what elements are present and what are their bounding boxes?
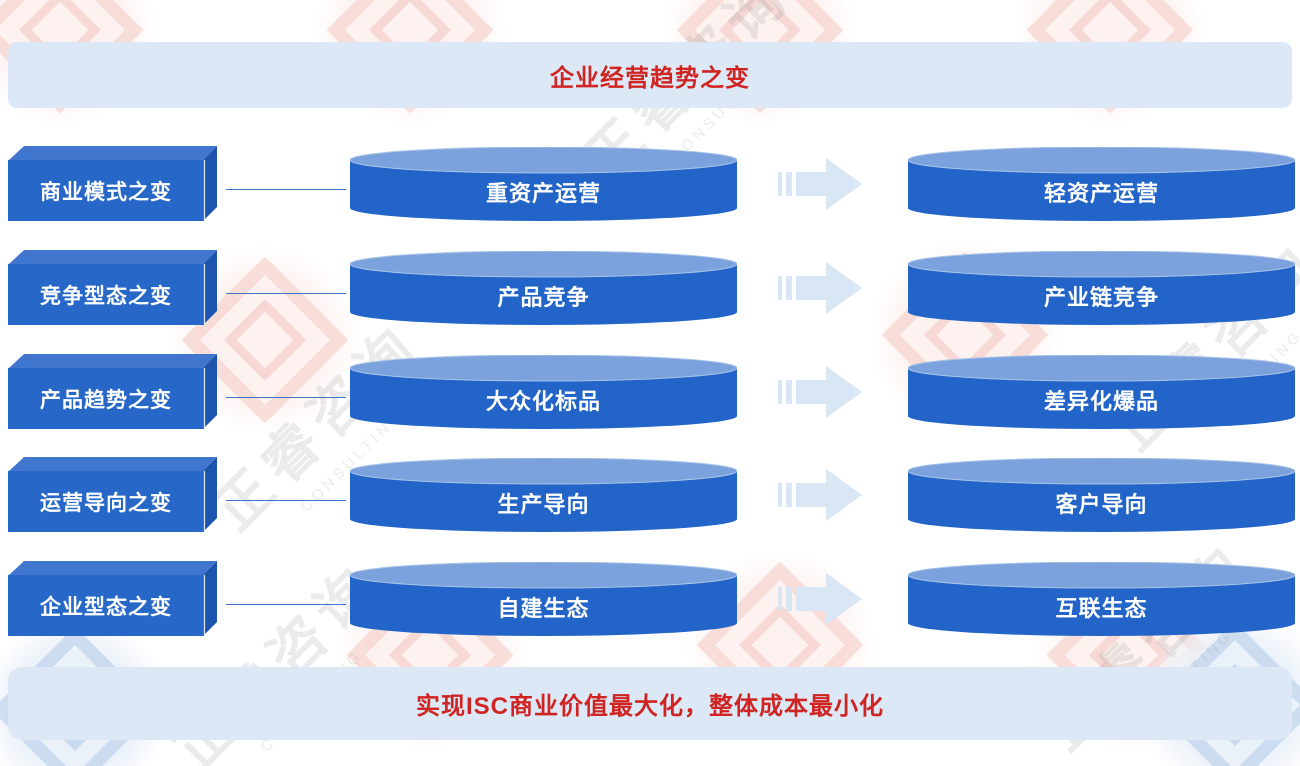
to-label: 轻资产运营 [1043,181,1159,206]
to-cylinder: 客户导向 [908,458,1295,532]
category-label: 运营导向之变 [40,491,172,515]
from-cylinder: 重资产运营 [350,147,737,221]
from-label: 重资产运营 [485,181,601,206]
transformation-row: 商业模式之变 重资产运营 轻资产运营 [0,145,1300,223]
connector-line [226,293,346,294]
title-banner: 企业经营趋势之变 [8,42,1292,108]
from-label: 自建生态 [497,596,590,621]
category-box: 竞争型态之变 [8,249,218,325]
right-arrow-icon [778,152,862,216]
transformation-row: 企业型态之变 自建生态 互联生态 [0,560,1300,638]
from-label: 大众化标品 [485,389,601,414]
connector-line [226,500,346,501]
to-cylinder: 互联生态 [908,562,1295,636]
to-label: 产业链竞争 [1043,285,1159,310]
category-box: 企业型态之变 [8,560,218,636]
connector-line [226,397,346,398]
connector-line [226,604,346,605]
to-label: 互联生态 [1055,596,1148,621]
from-label: 生产导向 [497,492,590,517]
to-cylinder: 轻资产运营 [908,147,1295,221]
conclusion-text: 实现ISC商业价值最大化，整体成本最小化 [415,693,884,720]
from-label: 产品竞争 [497,285,590,310]
page-title: 企业经营趋势之变 [550,64,750,92]
transformation-row: 运营导向之变 生产导向 客户导向 [0,456,1300,534]
to-label: 差异化爆品 [1043,389,1159,414]
right-arrow-icon [778,567,862,631]
from-cylinder: 产品竞争 [350,251,737,325]
category-label: 商业模式之变 [40,180,172,204]
category-box: 运营导向之变 [8,456,218,532]
right-arrow-icon [778,256,862,320]
to-label: 客户导向 [1055,492,1148,517]
category-label: 企业型态之变 [40,595,172,619]
category-label: 产品趋势之变 [40,388,172,412]
category-box: 商业模式之变 [8,145,218,221]
category-label: 竞争型态之变 [40,284,172,308]
transformation-row: 竞争型态之变 产品竞争 产业链竞争 [0,249,1300,327]
conclusion-banner: 实现ISC商业价值最大化，整体成本最小化 [8,667,1292,740]
right-arrow-icon [778,360,862,424]
to-cylinder: 产业链竞争 [908,251,1295,325]
to-cylinder: 差异化爆品 [908,355,1295,429]
from-cylinder: 大众化标品 [350,355,737,429]
from-cylinder: 生产导向 [350,458,737,532]
connector-line [226,189,346,190]
right-arrow-icon [778,463,862,527]
transformation-row: 产品趋势之变 大众化标品 差异化爆品 [0,353,1300,431]
category-box: 产品趋势之变 [8,353,218,429]
from-cylinder: 自建生态 [350,562,737,636]
